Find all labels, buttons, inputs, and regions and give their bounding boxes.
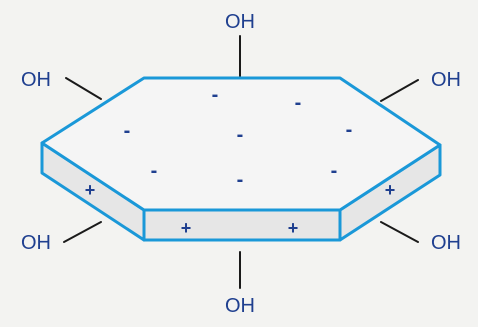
hydroxyl-label-lower-right: OH: [431, 232, 461, 254]
hexagonal-platelet: [40, 76, 442, 242]
hydroxyl-label-top: OH: [225, 11, 255, 33]
negative-charge: -: [331, 160, 338, 182]
negative-charge: -: [237, 124, 244, 146]
negative-charge: -: [237, 169, 244, 191]
bond-lower-right: [380, 221, 419, 243]
negative-charge: -: [212, 84, 219, 106]
positive-charge: +: [181, 218, 192, 238]
bond-upper-right: [380, 79, 419, 102]
bond-lines: [63, 35, 419, 289]
positive-charges: + + + +: [85, 180, 396, 238]
negative-charge: -: [295, 92, 302, 114]
hydroxyl-label-upper-right: OH: [431, 69, 461, 91]
hydroxyl-label-bottom: OH: [225, 295, 255, 317]
positive-charge: +: [85, 180, 96, 200]
hydroxyl-label-upper-left: OH: [21, 69, 51, 91]
hydroxyl-labels: OH OH OH OH OH OH: [21, 11, 461, 317]
platelet-side-front: [142, 208, 342, 242]
bond-lower-left: [63, 221, 102, 243]
negative-charge: -: [124, 120, 131, 142]
platelet-top-face: [40, 76, 442, 212]
positive-charge: +: [288, 218, 299, 238]
bond-upper-left: [65, 77, 102, 100]
negative-charges: - - - - - - - -: [124, 84, 353, 191]
hydroxyl-label-lower-left: OH: [21, 232, 51, 254]
negative-charge: -: [151, 160, 158, 182]
negative-charge: -: [346, 119, 353, 141]
positive-charge: +: [385, 180, 396, 200]
